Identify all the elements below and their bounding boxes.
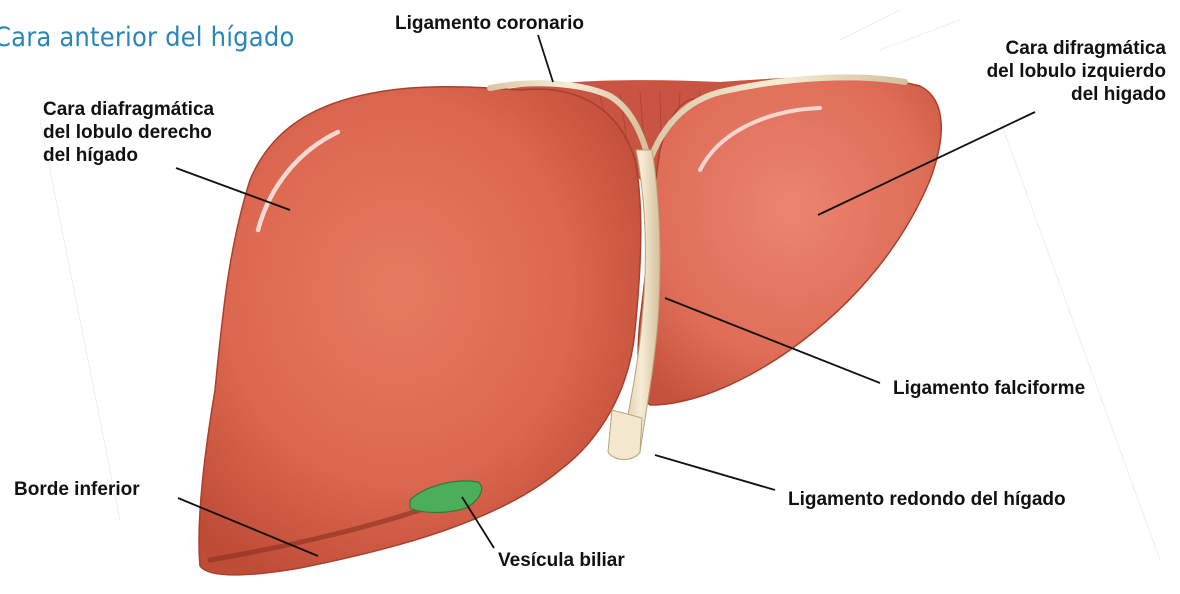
label-cara-lobulo-derecho: Cara diafragmática del lobulo derecho de… xyxy=(43,98,214,167)
label-borde-inferior: Borde inferior xyxy=(14,478,140,501)
label-izquierdo-line-1: Cara difragmática xyxy=(987,37,1166,60)
leader-coronario xyxy=(538,35,553,82)
left-lobe xyxy=(638,78,941,405)
label-derecho-line-2: del lobulo derecho xyxy=(43,121,214,144)
label-ligamento-coronario: Ligamento coronario xyxy=(395,12,584,35)
leader-redondo xyxy=(655,455,775,490)
figure-title: Cara anterior del hígado xyxy=(0,22,295,53)
label-ligamento-falciforme: Ligamento falciforme xyxy=(893,377,1085,400)
label-vesicula-biliar: Vesícula biliar xyxy=(498,549,625,572)
label-cara-lobulo-izquierdo: Cara difragmática del lobulo izquierdo d… xyxy=(987,37,1166,106)
label-ligamento-redondo: Ligamento redondo del hígado xyxy=(788,488,1066,511)
label-izquierdo-line-2: del lobulo izquierdo xyxy=(987,60,1166,83)
label-derecho-line-3: del hígado xyxy=(43,144,214,167)
round-ligament xyxy=(608,410,642,460)
label-derecho-line-1: Cara diafragmática xyxy=(43,98,214,121)
label-izquierdo-line-3: del higado xyxy=(987,83,1166,106)
